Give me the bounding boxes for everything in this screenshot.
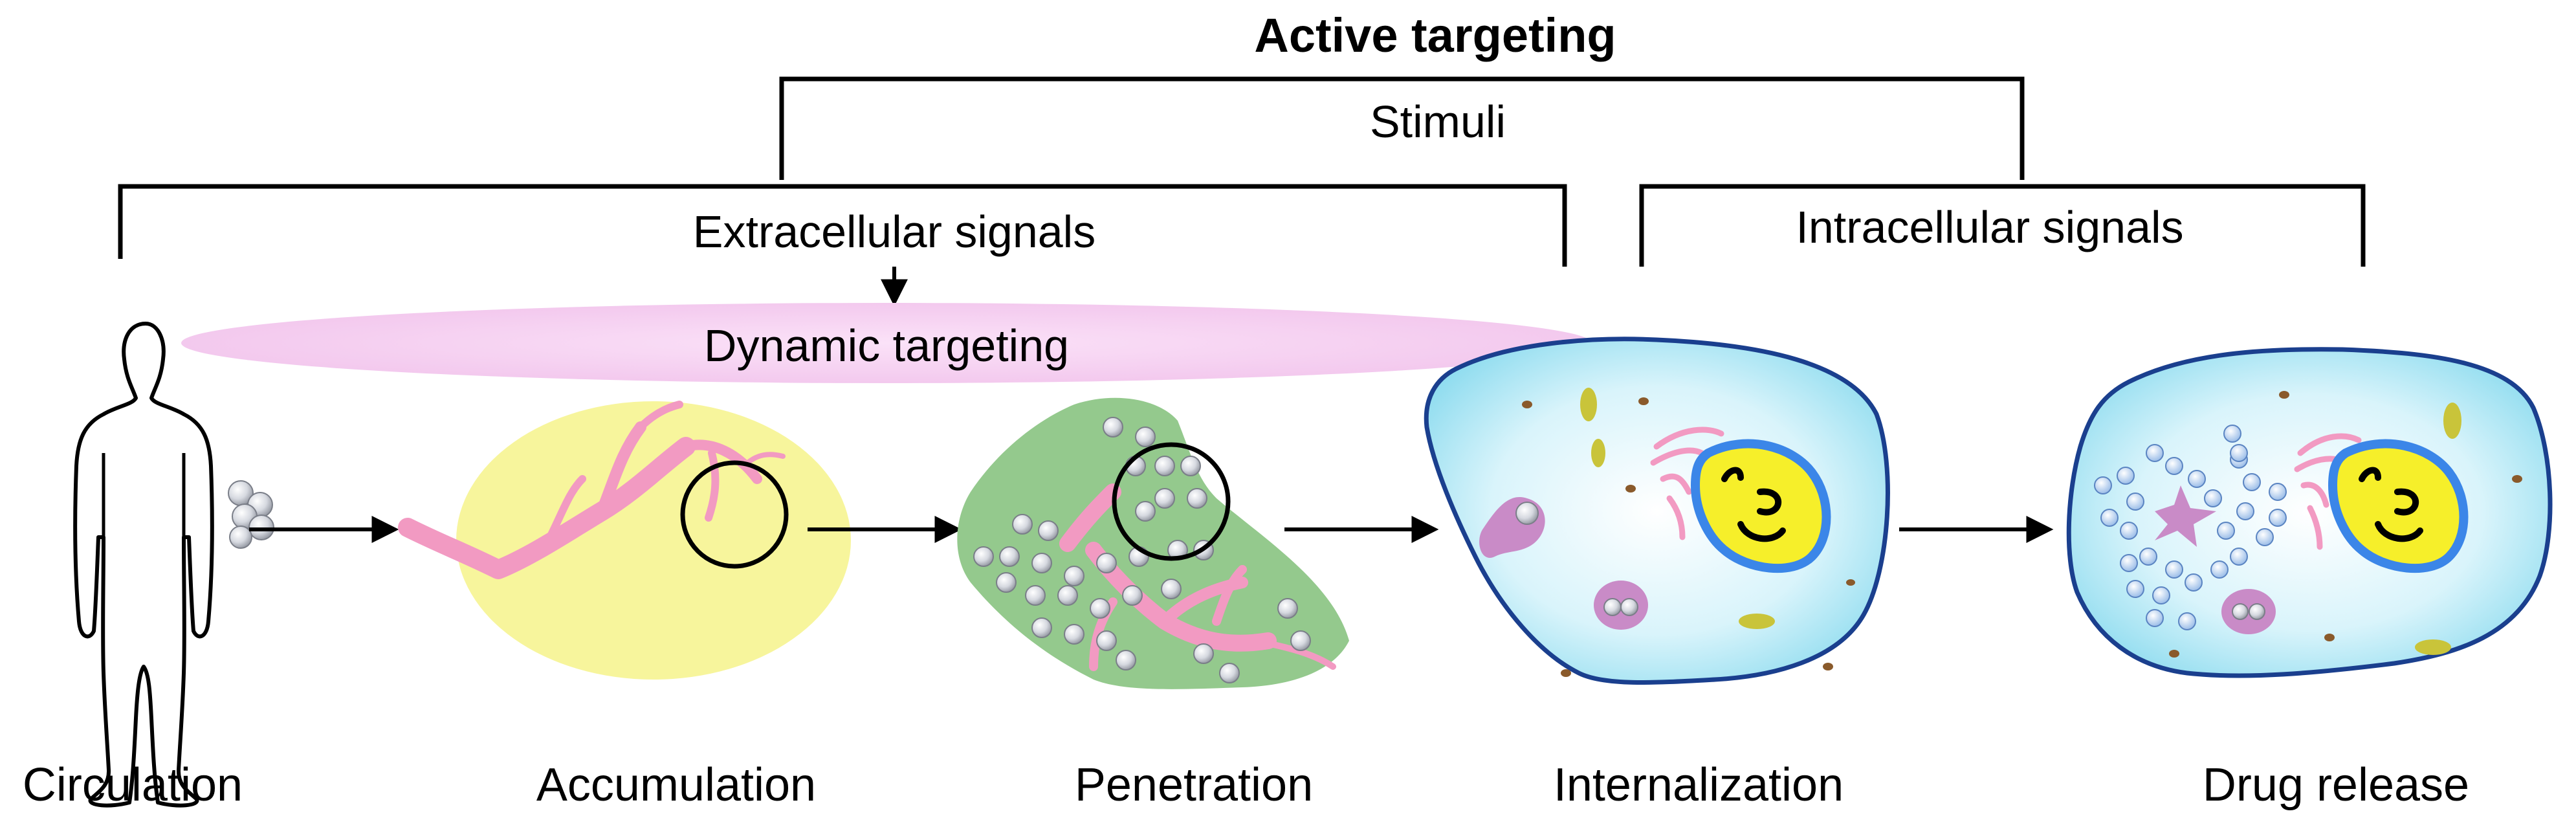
drug-particle-icon <box>2230 548 2248 566</box>
drug-particle-icon <box>2139 548 2157 566</box>
label-dynamic-targeting: Dynamic targeting <box>704 320 1069 371</box>
nanoparticle-icon <box>1031 553 1052 573</box>
nanoparticle-icon <box>1135 501 1156 522</box>
stage-label-circulation: Circulation <box>23 759 243 811</box>
penetration-particles <box>973 417 1311 683</box>
nanoparticle-icon <box>1103 417 1123 438</box>
nanoparticle-icon <box>1187 488 1207 509</box>
drug-particle-icon <box>2188 470 2206 488</box>
drug-particle-icon <box>2146 609 2164 627</box>
drug-particle-icon <box>2210 560 2229 579</box>
title-active-targeting: Active targeting <box>1254 8 1616 62</box>
nanoparticle-icon <box>1122 585 1143 606</box>
nanoparticle-icon <box>1135 427 1156 447</box>
nanoparticle-icon <box>1154 456 1175 476</box>
stage-label-penetration: Penetration <box>1075 759 1313 811</box>
dynamic-targeting-band <box>181 303 1592 383</box>
nanoparticle-icon <box>1090 598 1110 619</box>
drug-particle-icon <box>2256 528 2274 546</box>
blood-vessel-icon <box>1059 483 1336 671</box>
stage-label-internalization: Internalization <box>1554 759 1844 811</box>
label-intracellular-signals: Intracellular signals <box>1796 202 2183 252</box>
label-extracellular-signals: Extracellular signals <box>693 206 1095 257</box>
nanoparticle-icon <box>1012 514 1033 535</box>
drug-particle-icon <box>2126 493 2144 511</box>
nanoparticle-icon <box>1116 650 1136 670</box>
drug-particle-icon <box>2146 444 2164 462</box>
nanoparticle-icon <box>996 572 1017 593</box>
released-drug-particles <box>2094 425 2287 630</box>
drug-particle-icon <box>2165 457 2183 475</box>
nanoparticle-icon <box>1277 598 1298 619</box>
active-targeting-bracket <box>779 76 2025 180</box>
drug-particle-icon <box>2243 473 2261 491</box>
nanoparticle-icon <box>1219 663 1240 683</box>
nanoparticle-icon <box>1038 520 1059 541</box>
nanoparticle-icon <box>999 546 1020 567</box>
drug-particle-icon <box>2236 502 2254 520</box>
drug-particle-icon <box>2126 580 2144 598</box>
drug-particle-icon <box>2117 467 2135 485</box>
intracellular-bracket <box>1639 184 2366 267</box>
stage-label-accumulation: Accumulation <box>536 759 816 811</box>
label-stimuli: Stimuli <box>1370 96 1506 147</box>
zoom-circle-icon <box>680 460 789 569</box>
drug-particle-icon <box>2217 522 2235 540</box>
extracellular-bracket <box>118 184 1567 267</box>
nanoparticle-icon <box>1025 585 1046 606</box>
nanoparticle-icon <box>1031 617 1052 638</box>
penetration-tissue <box>957 397 1349 689</box>
cell-icon <box>1424 337 1890 685</box>
internalization-cell <box>1424 337 1890 685</box>
drug-particle-icon <box>2185 573 2203 592</box>
blood-vessel-icon <box>398 401 786 579</box>
drug-particle-icon <box>2204 489 2222 507</box>
drug-particle-icon <box>2094 476 2112 494</box>
nanoparticle-icon <box>1193 643 1214 664</box>
drug-particle-icon <box>2269 483 2287 501</box>
drug-particle-icon <box>2165 560 2183 579</box>
nanoparticle-icon <box>1057 585 1078 606</box>
nanoparticle-icon <box>1096 553 1117 573</box>
drug-release-cell <box>2066 347 2553 678</box>
nanoparticle-icon <box>1290 630 1311 651</box>
stage-label-drug-release: Drug release <box>2203 759 2469 811</box>
drug-particle-icon <box>2120 554 2138 572</box>
zoom-circle-icon <box>1112 442 1231 561</box>
drug-particle-icon <box>2120 522 2138 540</box>
drug-particle-icon <box>2152 586 2170 604</box>
drug-particle-icon <box>2178 612 2196 630</box>
drug-particle-icon <box>2269 509 2287 527</box>
accumulation-tumor <box>398 401 851 680</box>
nanoparticle-icon <box>1096 630 1117 651</box>
nanoparticle-icon <box>1064 566 1084 586</box>
drug-particle-icon <box>2223 425 2241 443</box>
nanoparticle-icon <box>1161 579 1182 599</box>
nanoparticle-icon <box>973 546 994 567</box>
nanoparticle-cluster-icon <box>228 480 274 549</box>
nanoparticle-icon <box>1154 488 1175 509</box>
drug-particle-icon <box>2230 444 2248 462</box>
drug-particle-icon <box>2100 509 2119 527</box>
nanoparticle-icon <box>1180 456 1201 476</box>
human-silhouette-icon <box>73 322 214 808</box>
nanoparticle-icon <box>1064 624 1084 645</box>
